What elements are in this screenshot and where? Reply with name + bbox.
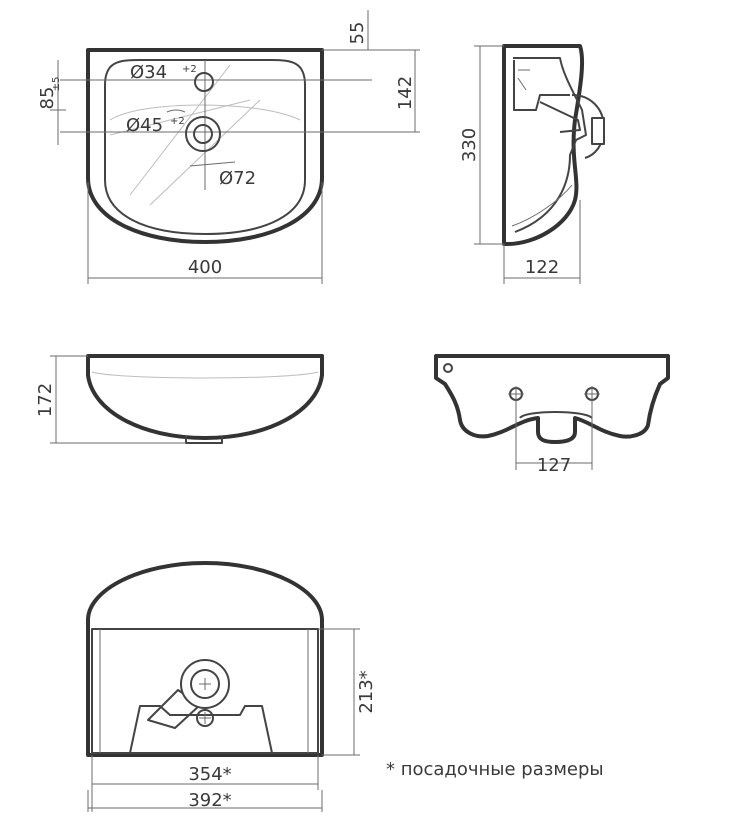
- dim-drain: Ø72: [219, 168, 256, 189]
- dim-hole-main: Ø45: [126, 115, 163, 136]
- front-view: 172: [35, 354, 324, 444]
- small-hole: [194, 72, 214, 92]
- dim-hole-main-tol: +2: [170, 116, 185, 127]
- top-view: 55 142 85 ±5 Ø34 +2 Ø45 +2 Ø72 400: [37, 10, 420, 284]
- dim-bottom-inner-width: 354*: [188, 764, 231, 785]
- dim-back-spacing: 127: [537, 455, 571, 476]
- back-view-outline: [434, 354, 670, 444]
- top-view-bowl: [104, 59, 306, 235]
- bottom-view-outline: [86, 561, 324, 757]
- dim-right-height: 142: [395, 76, 416, 110]
- dim-bottom-outer-width: 392*: [188, 790, 231, 811]
- dim-top-offset: 55: [347, 22, 368, 45]
- dim-bottom-height: 213*: [356, 670, 377, 713]
- dim-front-height: 172: [35, 383, 56, 417]
- top-view-outline: [86, 48, 324, 244]
- dim-hole-small-tol: +2: [182, 64, 197, 75]
- dim-side-height: 330: [459, 128, 480, 162]
- dim-depth-left: 85: [37, 87, 58, 110]
- side-view-outline: [502, 44, 585, 246]
- side-view: 330 122: [459, 44, 605, 284]
- front-view-outline: [86, 354, 324, 440]
- dim-side-depth: 122: [525, 257, 559, 278]
- drain-outer: [185, 116, 221, 152]
- dim-hole-small: Ø34: [130, 62, 167, 83]
- back-view: 127: [434, 354, 670, 476]
- fitting-dimensions-note: * посадочные размеры: [386, 759, 604, 780]
- drain-inner: [193, 124, 213, 144]
- bottom-view: 213* 354* 392*: [86, 561, 377, 812]
- dim-width: 400: [188, 257, 222, 278]
- dim-depth-left-tol: ±5: [51, 77, 62, 92]
